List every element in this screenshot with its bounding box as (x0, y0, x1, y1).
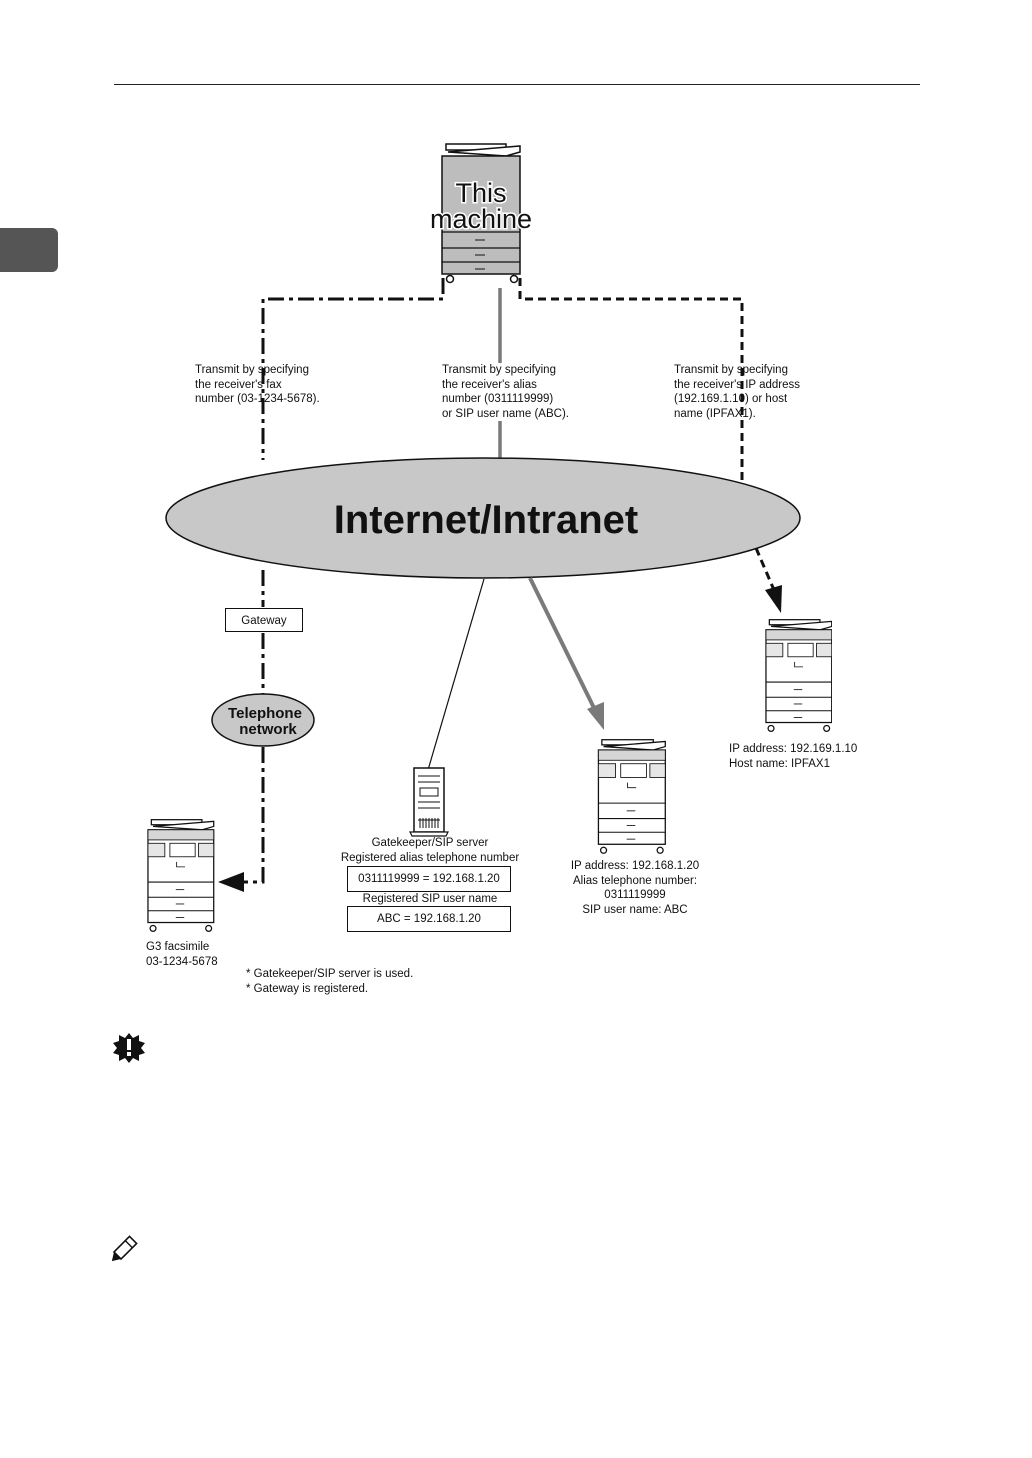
chapter-tab (0, 228, 58, 272)
g3-line: G3 facsimile (146, 941, 210, 953)
g3-line: 03-1234-5678 (146, 955, 218, 968)
note-line: * Gatekeeper/SIP server is used. (246, 968, 414, 980)
center-receiver-line: SIP user name: ABC (582, 903, 688, 916)
this-machine-label-2: machine (430, 204, 532, 234)
telephone-network-cloud (211, 693, 315, 747)
center-receiver-info: IP address: 192.168.1.20 Alias telephone… (550, 859, 720, 917)
note-pencil-icon (111, 1235, 138, 1262)
arrow-to-g3 (218, 872, 244, 892)
gateway-box: Gateway (225, 608, 303, 632)
line-to-center-receiver (528, 577, 598, 713)
left-desc-line: number (03-1234-5678). (195, 393, 320, 405)
line-to-gatekeeper (427, 578, 485, 771)
cloud-label: Internet/Intranet (334, 498, 638, 542)
line-to-right-receiver (754, 547, 776, 591)
sip-registration-box: ABC = 192.168.1.20 (347, 906, 511, 932)
note-line: * Gateway is registered. (246, 982, 369, 995)
gatekeeper-labels: Gatekeeper/SIP server Registered alias t… (330, 836, 530, 865)
left-description: Transmit by specifying the receiver's fa… (195, 363, 320, 407)
right-description: Transmit by specifying the receiver's IP… (674, 363, 800, 421)
center-desc-line: number (0311119999) (442, 393, 554, 405)
right-receiver-line: Host name: IPFAX1 (729, 757, 830, 770)
center-receiver-machine-icon (597, 739, 666, 854)
telephone-label-2: network (239, 721, 297, 738)
right-receiver-machine-icon (765, 619, 832, 733)
gatekeeper-server-icon (409, 767, 449, 837)
this-machine-icon (441, 143, 521, 284)
right-desc-line: the receiver's IP address (674, 378, 800, 391)
g3-facsimile-info: G3 facsimile 03-1234-5678 (146, 940, 218, 969)
center-desc-line: Transmit by specifying (442, 364, 556, 376)
right-receiver-info: IP address: 192.169.1.10 Host name: IPFA… (729, 742, 857, 771)
center-receiver-line: IP address: 192.168.1.20 (570, 860, 700, 872)
gatekeeper-title: Gatekeeper/SIP server (371, 837, 489, 849)
diagram-notes: * Gatekeeper/SIP server is used. * Gatew… (246, 967, 413, 996)
right-desc-line: name (IPFAX1). (674, 407, 756, 420)
important-icon (113, 1033, 145, 1063)
alias-registration-box: 0311119999 = 192.168.1.20 (347, 866, 511, 892)
internet-cloud (165, 457, 801, 579)
header-rule (114, 84, 920, 85)
telephone-label-1: Telephone (228, 705, 302, 722)
center-desc-line: or SIP user name (ABC). (442, 407, 569, 420)
center-desc-line: the receiver's alias (442, 378, 537, 391)
sip-registration-label: Registered SIP user name (362, 893, 498, 905)
right-receiver-line: IP address: 192.169.1.10 (729, 743, 858, 755)
arrow-to-right-receiver (765, 585, 782, 613)
this-machine-label-1: This (455, 178, 506, 208)
arrow-to-center-receiver (587, 702, 604, 730)
left-desc-line: Transmit by specifying (195, 364, 309, 376)
line-right-ip (518, 278, 744, 484)
center-receiver-line: 0311119999 (604, 889, 666, 901)
g3-facsimile-machine-icon (147, 819, 215, 933)
right-desc-line: (192.169.1.10) or host (674, 393, 788, 405)
line-left-fax (244, 278, 445, 884)
center-receiver-line: Alias telephone number: (572, 874, 698, 887)
right-desc-line: Transmit by specifying (674, 364, 788, 376)
gatekeeper-subtitle: Registered alias telephone number (340, 851, 520, 864)
left-desc-line: the receiver's fax (195, 378, 282, 391)
center-description: Transmit by specifying the receiver's al… (442, 363, 569, 421)
